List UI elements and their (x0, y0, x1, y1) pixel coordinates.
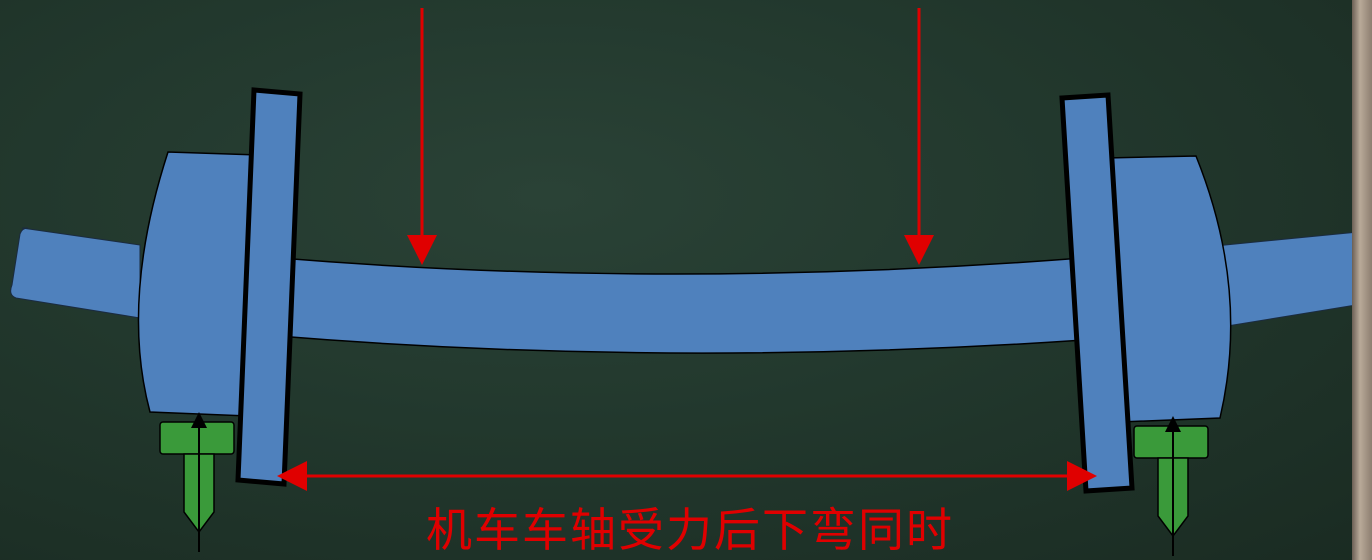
left-wheel-hub (137, 151, 259, 417)
left-journal (10, 227, 141, 319)
right-journal (1214, 232, 1352, 329)
diagram-caption: 机车车轴受力后下弯同时 (426, 503, 954, 557)
left-wheel (235, 87, 303, 487)
left-support (159, 421, 235, 534)
right-support (1133, 425, 1209, 538)
board-frame-edge (1352, 0, 1372, 560)
right-wheel-hub (1105, 155, 1232, 423)
right-wheel (1059, 92, 1135, 494)
axle-shaft (277, 257, 1085, 354)
